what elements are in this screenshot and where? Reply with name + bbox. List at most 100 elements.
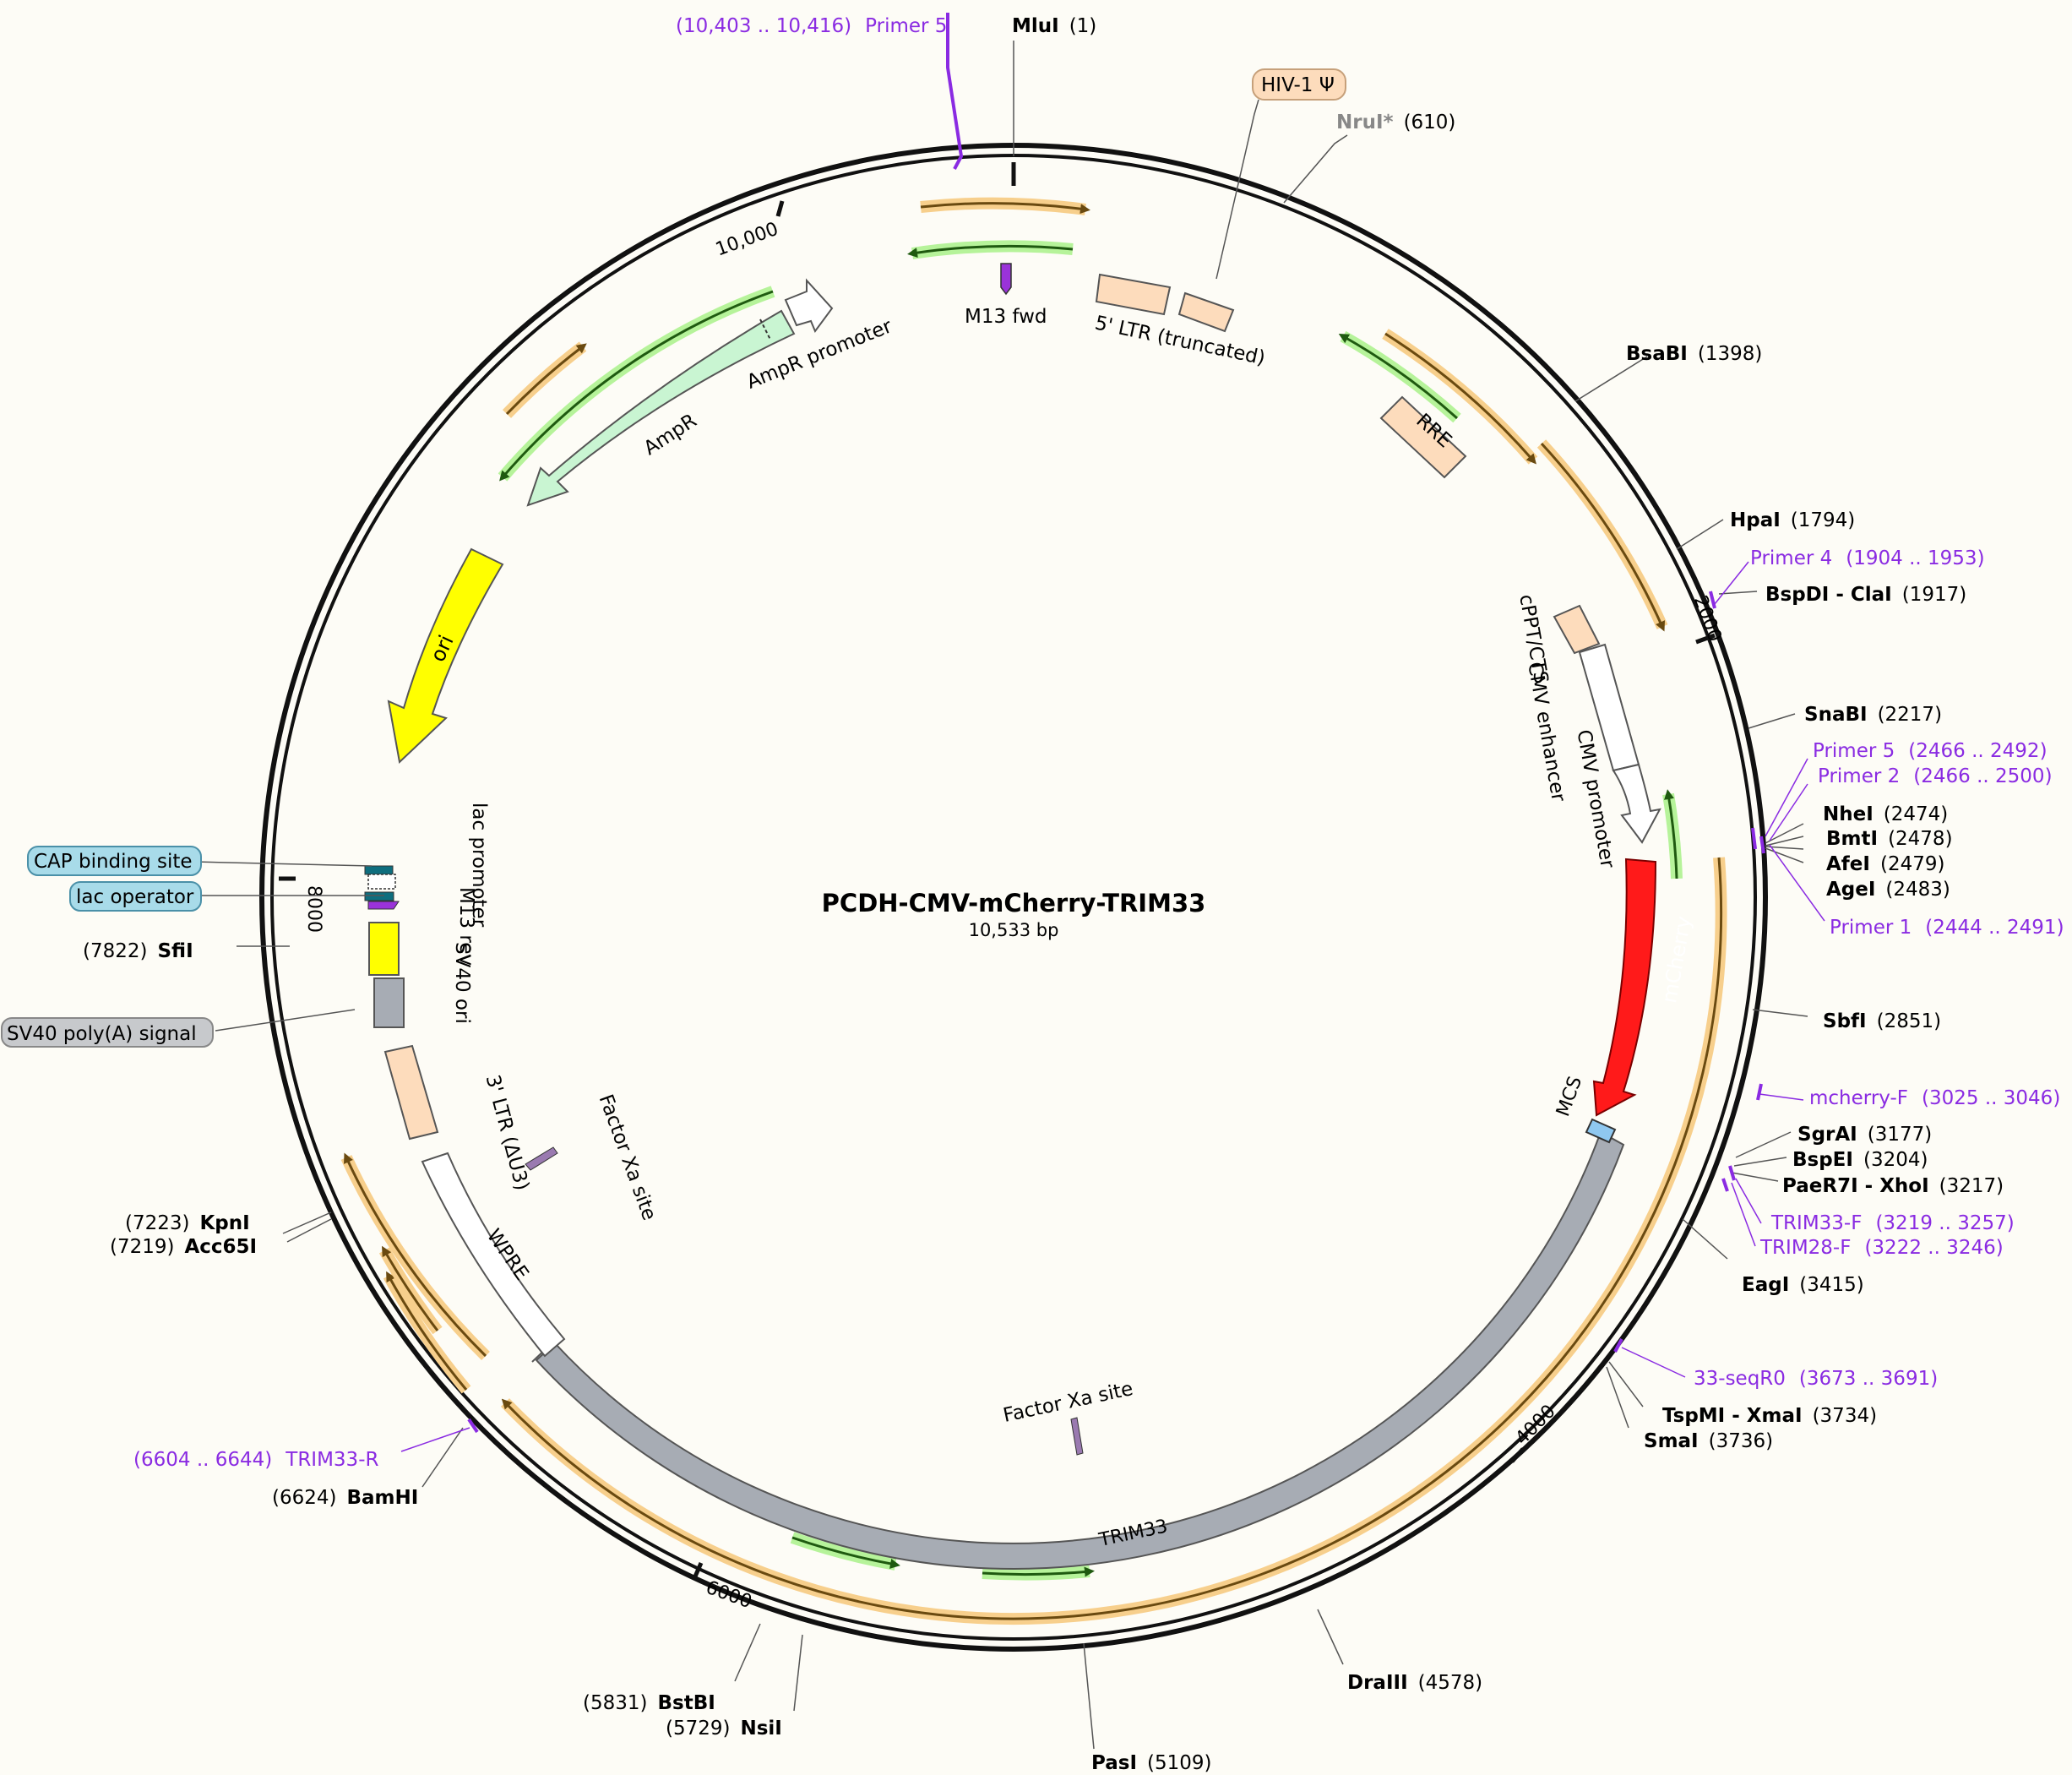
svg-text:HpaI(1794): HpaI(1794) bbox=[1730, 509, 1855, 531]
orf-arcs-orange bbox=[340, 197, 1727, 1625]
lac-operator-box[interactable] bbox=[69, 881, 202, 912]
svg-text:NheI(2474): NheI(2474) bbox=[1823, 803, 1948, 825]
cap-binding-box[interactable] bbox=[27, 846, 202, 876]
site-bstbi: BstBI bbox=[657, 1692, 715, 1714]
svg-text:PaeR7I - XhoI(3217): PaeR7I - XhoI(3217) bbox=[1782, 1175, 2004, 1197]
primer-mcherry-f: mcherry-F bbox=[1809, 1087, 1908, 1109]
svg-text:(6624)BamHI: (6624)BamHI bbox=[272, 1487, 418, 1509]
svg-text:SbfI(2851): SbfI(2851) bbox=[1823, 1010, 1941, 1032]
primer-5-b: Primer 5 bbox=[1813, 740, 1895, 762]
plasmid-size: 10,533 bp bbox=[969, 920, 1059, 940]
cppt-feature[interactable] bbox=[1553, 604, 1601, 655]
rre-feature[interactable] bbox=[1379, 395, 1467, 479]
hiv-psi-leader bbox=[1215, 99, 1259, 280]
ltr3-feature[interactable] bbox=[383, 1044, 439, 1141]
svg-text:(5729)NsiI: (5729)NsiI bbox=[666, 1718, 782, 1740]
site-agei: AgeI bbox=[1826, 879, 1875, 901]
svg-text:(5831)BstBI: (5831)BstBI bbox=[583, 1692, 715, 1714]
site-snabi: SnaBI bbox=[1804, 704, 1868, 726]
sv40-polya-label: SV40 poly(A) signal bbox=[7, 1023, 197, 1045]
trim33-feature[interactable] bbox=[535, 1130, 1625, 1570]
svg-text:BmtI(2478): BmtI(2478) bbox=[1826, 828, 1953, 850]
m13-fwd-feature[interactable] bbox=[1000, 263, 1012, 296]
svg-text:(6604 .. 6644)TRIM33-R: (6604 .. 6644)TRIM33-R bbox=[133, 1449, 378, 1471]
factor-xa-feature-2[interactable] bbox=[1070, 1417, 1084, 1456]
ori-feature[interactable] bbox=[387, 547, 504, 764]
tick-label-2000: 2000 bbox=[1689, 593, 1726, 645]
site-smai: SmaI bbox=[1644, 1430, 1699, 1452]
svg-text:mcherry-F(3025 .. 3046): mcherry-F(3025 .. 3046) bbox=[1809, 1087, 2060, 1109]
m13-fwd-label: M13 fwd bbox=[965, 306, 1047, 328]
svg-text:MluI(1): MluI(1) bbox=[1012, 15, 1096, 37]
cap-binding-label: CAP binding site bbox=[34, 851, 193, 873]
lac-promoter-label: lac promoter bbox=[468, 803, 490, 928]
site-pasi: PasI bbox=[1091, 1752, 1137, 1774]
primer-labels: (10,403 .. 10,416)Primer 5 Primer 4(1904… bbox=[133, 15, 2064, 1471]
svg-text:33-seqR0(3673 .. 3691): 33-seqR0(3673 .. 3691) bbox=[1694, 1368, 1938, 1390]
svg-text:AfeI(2479): AfeI(2479) bbox=[1826, 853, 1944, 875]
ltr5-feature-b[interactable] bbox=[1177, 291, 1235, 333]
wpre-feature[interactable] bbox=[421, 1152, 566, 1358]
lac-operator-label: lac operator bbox=[76, 886, 194, 908]
mcs-feature[interactable] bbox=[1585, 1118, 1617, 1144]
svg-text:PasI(5109): PasI(5109) bbox=[1091, 1752, 1212, 1774]
site-xhoi: PaeR7I - XhoI bbox=[1782, 1175, 1929, 1197]
tick-marks bbox=[279, 162, 1716, 1578]
site-acc65i: Acc65I bbox=[184, 1236, 257, 1258]
svg-text:TRIM33-F(3219 .. 3257): TRIM33-F(3219 .. 3257) bbox=[1770, 1212, 2015, 1234]
tick-label-10000: 10,000 bbox=[713, 219, 781, 261]
svg-text:AgeI(2483): AgeI(2483) bbox=[1826, 879, 1950, 901]
site-xmai: TspMI - XmaI bbox=[1662, 1405, 1803, 1427]
svg-text:SgrAI(3177): SgrAI(3177) bbox=[1797, 1124, 1932, 1146]
sv40-ori-label: SV40 ori bbox=[451, 942, 473, 1024]
svg-text:TspMI - XmaI(3734): TspMI - XmaI(3734) bbox=[1662, 1405, 1877, 1427]
primer-33-seqr0: 33-seqR0 bbox=[1694, 1368, 1786, 1390]
sv40-polya-feature[interactable] bbox=[373, 977, 405, 1028]
svg-text:SmaI(3736): SmaI(3736) bbox=[1644, 1430, 1773, 1452]
factor-xa-label-1: Factor Xa site bbox=[595, 1092, 661, 1223]
svg-text:Primer 4(1904 .. 1953): Primer 4(1904 .. 1953) bbox=[1750, 547, 1985, 569]
lac-operator-feature[interactable] bbox=[364, 891, 394, 901]
mcherry-label: mCherry bbox=[1657, 914, 1696, 1005]
cppt-label: cPPT/CTS bbox=[1515, 593, 1552, 686]
svg-text:(7822)SfiI: (7822)SfiI bbox=[83, 940, 193, 962]
cmv-promoter-feature[interactable] bbox=[1612, 763, 1661, 844]
ampr-label: AmpR bbox=[640, 410, 701, 460]
mcherry-feature[interactable] bbox=[1592, 858, 1657, 1117]
cap-binding-feature[interactable] bbox=[364, 865, 394, 875]
svg-text:BsaBI(1398): BsaBI(1398) bbox=[1626, 343, 1762, 365]
factor-xa-label-2: Factor Xa site bbox=[1001, 1378, 1134, 1427]
primer-4: Primer 4 bbox=[1750, 547, 1832, 569]
ampr-feature[interactable] bbox=[526, 309, 796, 507]
mcs-label: MCS bbox=[1553, 1074, 1586, 1119]
m13-rev-feature[interactable] bbox=[367, 901, 400, 910]
site-eagi: EagI bbox=[1742, 1274, 1789, 1296]
sv40-polya-box[interactable] bbox=[1, 1017, 214, 1048]
site-clai: BspDI - ClaI bbox=[1765, 584, 1892, 606]
site-mlui: MluI bbox=[1012, 15, 1059, 37]
site-sfii: SfiI bbox=[157, 940, 193, 962]
svg-text:(7223)KpnI: (7223)KpnI bbox=[125, 1212, 250, 1234]
ampr-promoter-feature[interactable] bbox=[784, 278, 834, 334]
factor-xa-feature-1[interactable] bbox=[525, 1146, 558, 1171]
site-afei: AfeI bbox=[1826, 853, 1870, 875]
plasmid-title: PCDH-CMV-mCherry-TRIM33 bbox=[822, 889, 1206, 917]
svg-text:NruI*(610): NruI*(610) bbox=[1336, 112, 1455, 133]
ltr3-label: 3' LTR (ΔU3) bbox=[481, 1073, 533, 1193]
svg-text:Primer 2(2466 .. 2500): Primer 2(2466 .. 2500) bbox=[1818, 765, 2053, 787]
hiv-psi-box[interactable] bbox=[1252, 68, 1346, 101]
site-hpai: HpaI bbox=[1730, 509, 1781, 531]
primer-1: Primer 1 bbox=[1830, 917, 1912, 939]
svg-text:(7219)Acc65I: (7219)Acc65I bbox=[110, 1236, 257, 1258]
primer-2: Primer 2 bbox=[1818, 765, 1900, 787]
site-nsii: NsiI bbox=[740, 1718, 781, 1740]
site-nhei: NheI bbox=[1823, 803, 1874, 825]
svg-text:BspEI(3204): BspEI(3204) bbox=[1792, 1149, 1928, 1171]
lac-promoter-feature[interactable] bbox=[367, 874, 396, 890]
site-draiii: DraIII bbox=[1347, 1672, 1408, 1694]
svg-text:DraIII(4578): DraIII(4578) bbox=[1347, 1672, 1482, 1694]
site-bsabi: BsaBI bbox=[1626, 343, 1688, 365]
svg-text:(10,403 .. 10,416)Primer 5: (10,403 .. 10,416)Primer 5 bbox=[676, 15, 947, 37]
sv40-ori-feature[interactable] bbox=[368, 922, 400, 976]
ltr5-feature-a[interactable] bbox=[1095, 273, 1172, 316]
